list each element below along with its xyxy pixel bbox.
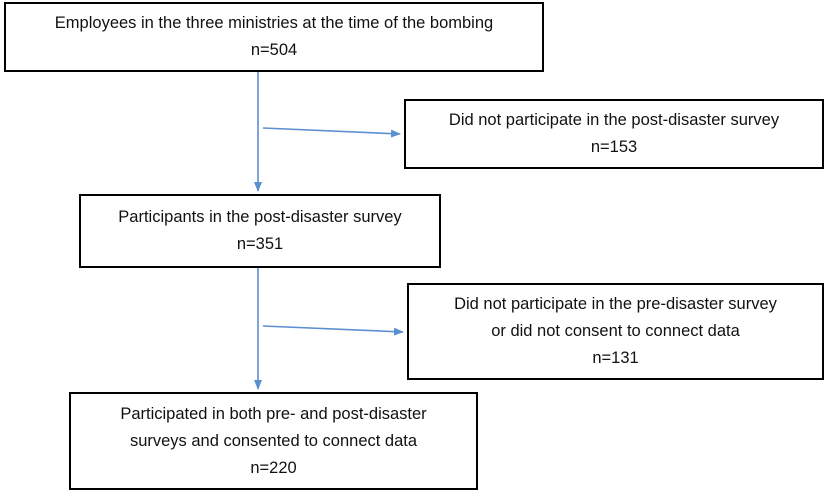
no-pre-survey-label-line1: Did not participate in the pre-disaster … [454,295,777,313]
arrow-to-box4 [262,325,404,336]
post-survey-participants-label: Participants in the post-disaster survey [118,208,402,226]
final-sample-count: n=220 [250,458,297,477]
final-sample-box: Participated in both pre- and post-disas… [69,392,478,490]
employees-count: n=504 [250,41,298,59]
no-post-survey-box: Did not participate in the post-disaster… [404,99,824,169]
post-survey-participants-count: n=351 [236,235,284,253]
no-post-survey-count: n=153 [590,138,638,156]
no-pre-survey-count: n=131 [592,349,639,367]
employees-box: Employees in the three ministries at the… [4,2,544,72]
employees-label: Employees in the three ministries at the… [54,14,494,32]
post-survey-participants-box: Participants in the post-disaster survey… [79,194,441,268]
final-sample-label-line1: Participated in both pre- and post-disas… [120,404,427,423]
no-pre-survey-label-line2: or did not consent to connect data [491,322,740,340]
no-pre-survey-box: Did not participate in the pre-disaster … [407,283,824,380]
arrow-to-box2 [262,127,401,138]
final-sample-label-line2: surveys and consented to connect data [129,431,418,450]
no-post-survey-label: Did not participate in the post-disaster… [448,111,780,129]
